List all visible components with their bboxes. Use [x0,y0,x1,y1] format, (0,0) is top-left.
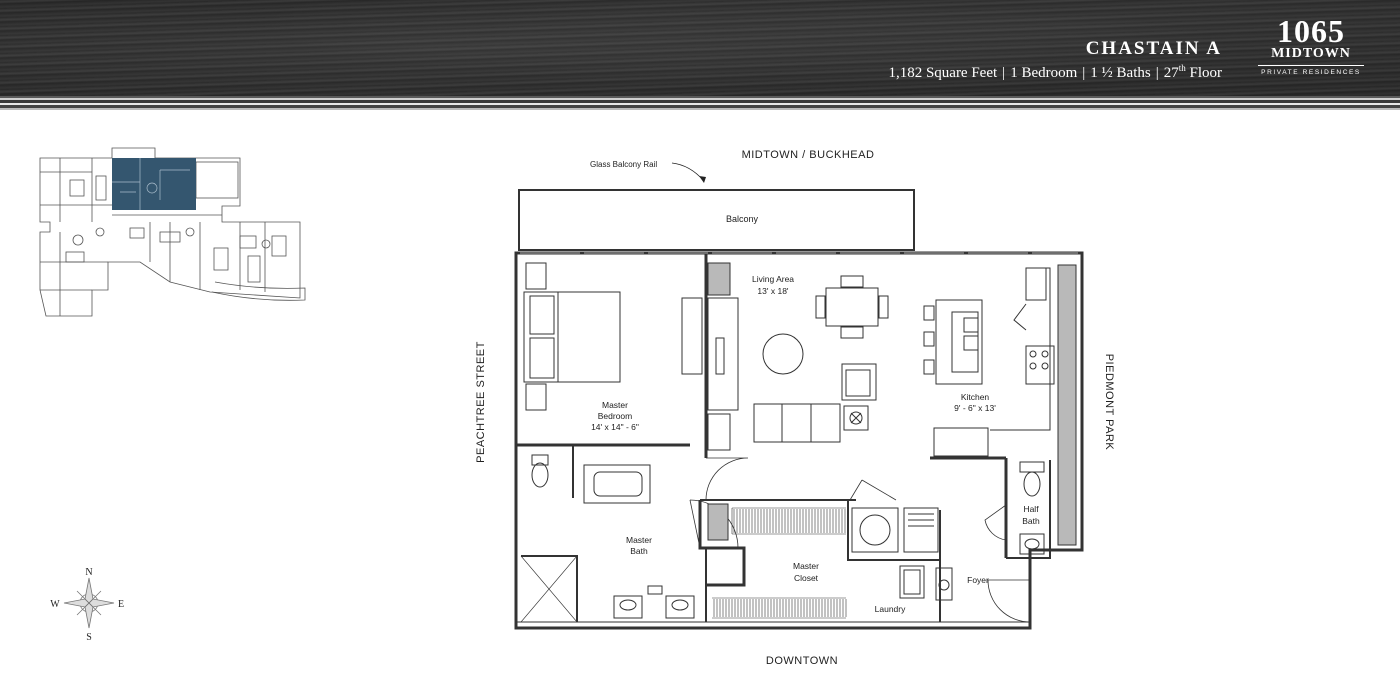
compass-rose [63,577,115,629]
label-master-bedroom-1: Master [602,400,628,410]
brand-logo: 1065 MIDTOWN PRIVATE RESIDENCES [1258,13,1364,76]
baths: 1 ½ Baths [1090,65,1151,81]
brand-name: MIDTOWN [1258,46,1364,66]
walls [514,189,1084,630]
label-kitchen-dim: 9' - 6" x 13' [954,403,996,413]
balcony-rail-label: Glass Balcony Rail [590,160,657,169]
compass-w: W [50,599,60,610]
label-kitchen: Kitchen [961,392,990,402]
spec-separator: | [1002,65,1006,81]
label-laundry: Laundry [875,604,906,614]
spec-separator: | [1082,65,1086,81]
label-foyer: Foyer [967,575,989,585]
label-master-bedroom-2: Bedroom [598,411,633,421]
label-master-closet-2: Closet [794,573,819,583]
balcony-rail-arrowhead [699,176,706,183]
label-living-area: Living Area [752,274,794,284]
balcony-rail-arrow [671,162,705,182]
header-banner: CHASTAIN A 1,182 Square Feet|1 Bedroom|1… [0,0,1400,118]
closet-hatching [713,509,847,617]
label-master-bath-1: Master [626,535,652,545]
square-feet: 1,182 Square Feet [888,65,998,81]
spec-separator: | [1155,65,1159,81]
direction-east: PIEDMONT PARK [1103,354,1115,451]
label-half-bath-2: Bath [1022,516,1040,526]
brand-number: 1065 [1277,13,1345,49]
brand-tagline: PRIVATE RESIDENCES [1261,69,1361,76]
label-master-bedroom-dim: 14' x 14" - 6" [591,422,639,432]
floor-word: Floor [1185,65,1222,81]
direction-north: MIDTOWN / BUCKHEAD [742,149,875,161]
header-stripes [0,96,1400,118]
floor-plan-canvas: N S W E MIDTOWN / BUCKHEAD DOWNTOWN PEAC… [39,147,1115,667]
label-living-dim: 13' x 18' [757,286,789,296]
compass-e: E [118,599,124,610]
bedrooms: 1 Bedroom [1010,65,1078,81]
door-swings [689,457,1031,623]
fixtures [523,262,1055,619]
direction-south: DOWNTOWN [766,655,838,667]
highlighted-unit [112,158,196,210]
floor-suffix: th [1178,63,1186,73]
unit-specs: 1,182 Square Feet|1 Bedroom|1 ½ Baths|27… [888,63,1222,82]
direction-west: PEACHTREE STREET [475,341,487,463]
room-labels: Balcony Living Area 13' x 18' Master Bed… [591,214,1040,614]
highlighted-unit-detail [112,158,190,210]
compass-n: N [85,567,92,578]
label-master-closet-1: Master [793,561,819,571]
compass-s: S [86,632,92,643]
label-master-bath-2: Bath [630,546,648,556]
unit-name: CHASTAIN A [1085,38,1222,59]
label-half-bath-1: Half [1023,504,1039,514]
label-balcony: Balcony [726,214,759,224]
floor-number: 27 [1163,65,1179,81]
